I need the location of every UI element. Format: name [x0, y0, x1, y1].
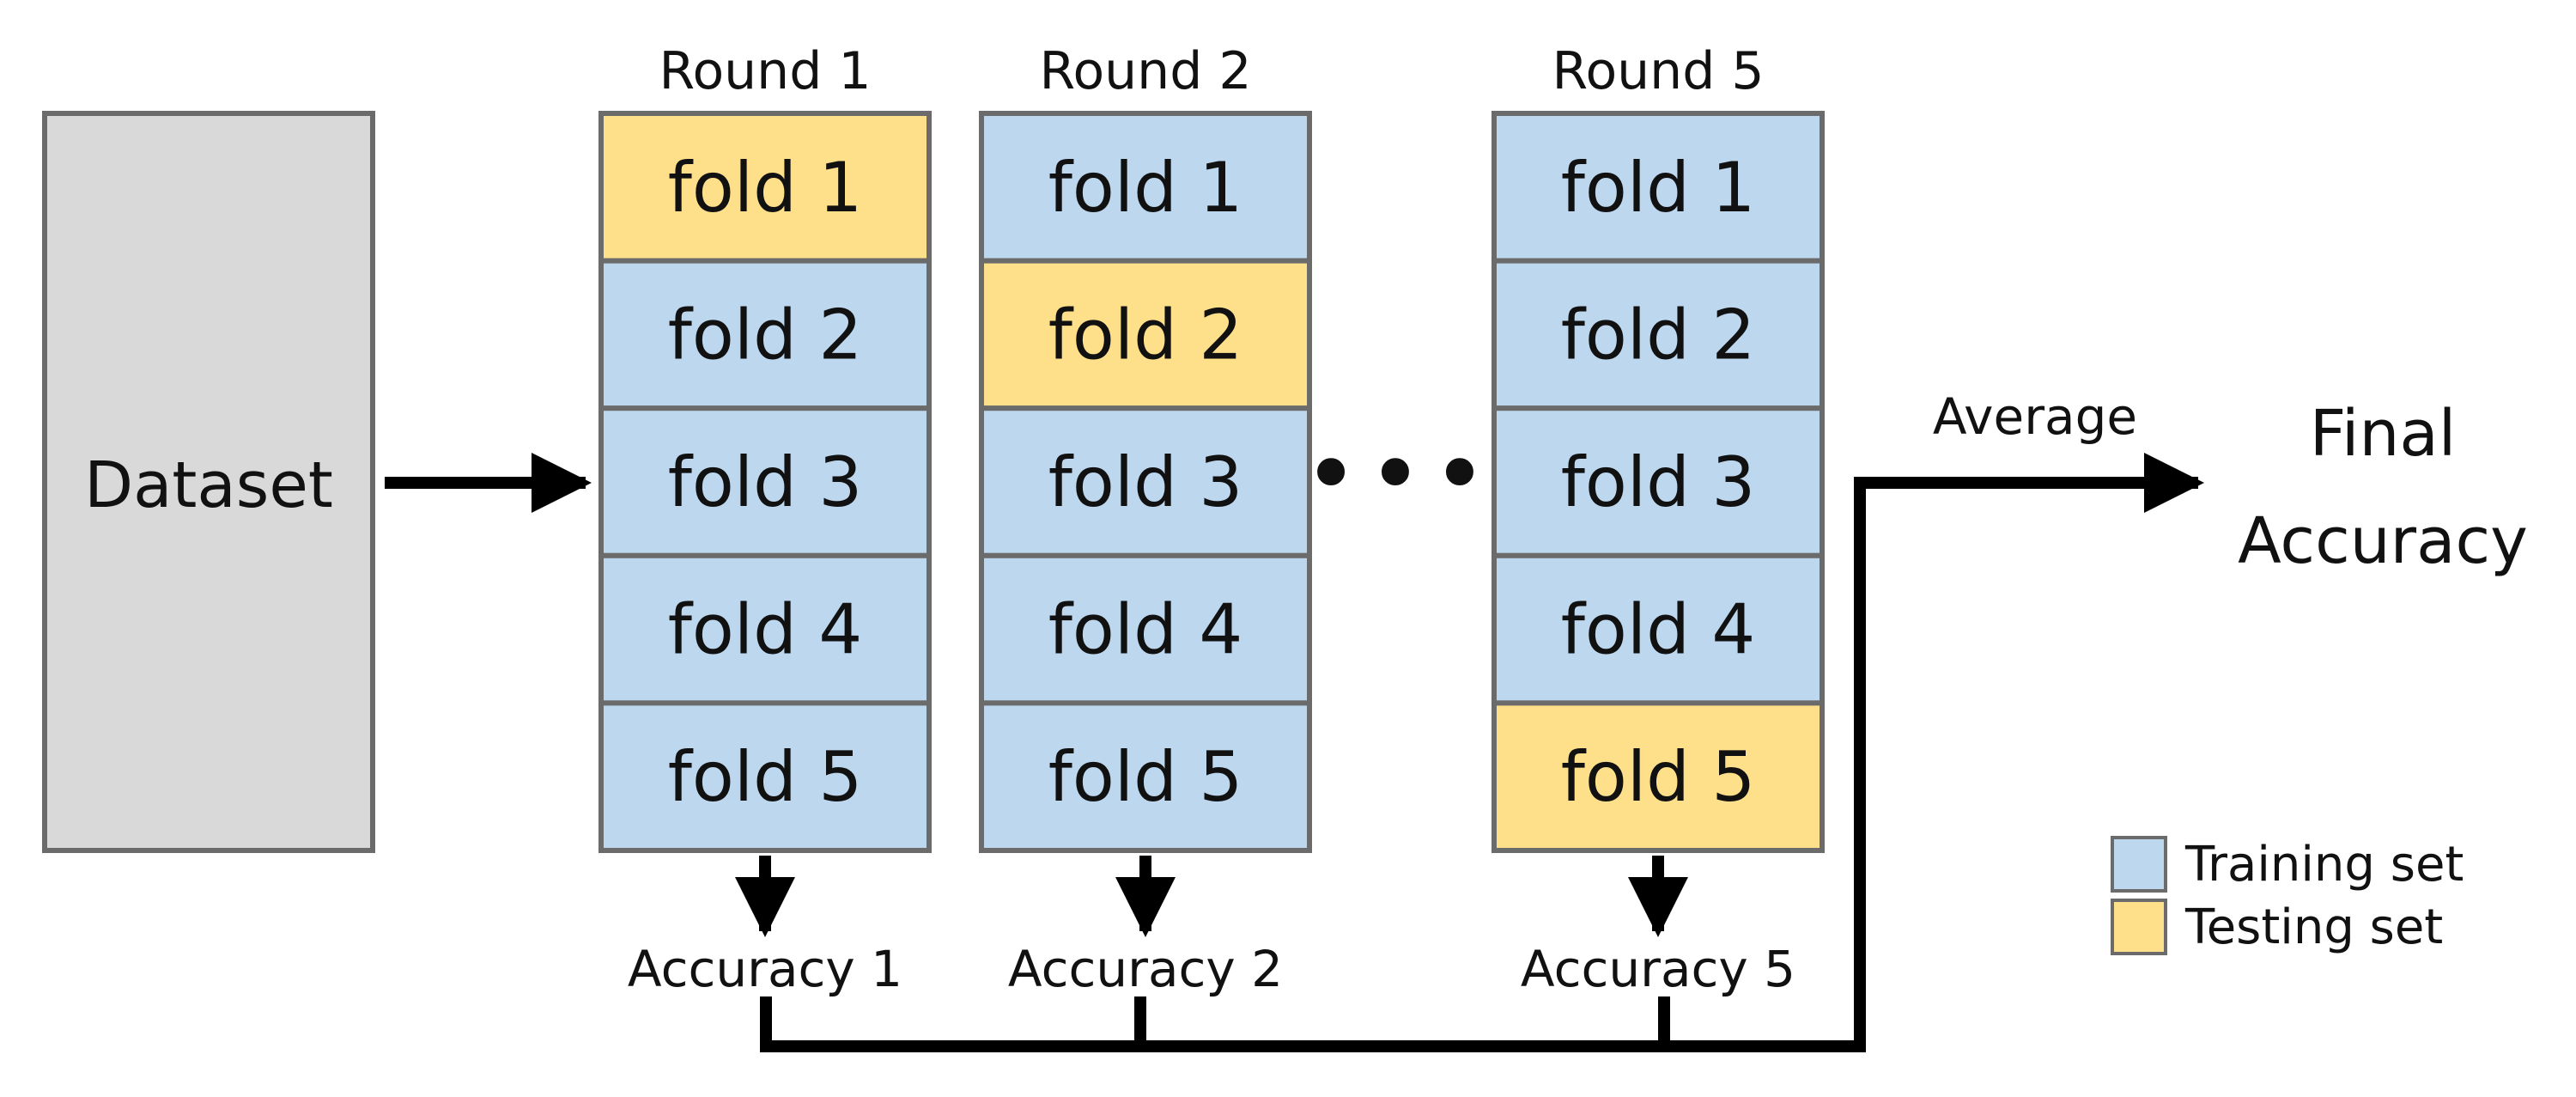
fold-cell-training — [598, 700, 932, 854]
fold-label: fold 3 — [1561, 442, 1755, 522]
fold-label: fold 2 — [1048, 295, 1242, 375]
accuracy-label: Accuracy 5 — [1521, 940, 1795, 998]
accuracy-label: Accuracy 2 — [1008, 940, 1283, 998]
fold-cell-training — [1492, 552, 1825, 706]
fold-label: fold 3 — [668, 442, 862, 522]
fold-label: fold 4 — [1048, 590, 1242, 670]
fold-label: fold 4 — [1561, 590, 1755, 670]
fold-label: fold 5 — [1048, 737, 1242, 817]
dataset-box — [42, 111, 375, 853]
final-accuracy-line2: Accuracy — [2238, 504, 2528, 578]
fold-label: fold 2 — [668, 295, 862, 375]
accuracy-label: Accuracy 1 — [628, 940, 902, 998]
fold-cell-training — [1492, 405, 1825, 558]
fold-label: fold 1 — [1048, 148, 1242, 228]
average-label: Average — [1933, 387, 2137, 446]
legend-label-testing: Testing set — [2184, 899, 2443, 955]
fold-cell-testing — [1492, 700, 1825, 854]
accuracy-collector-line — [760, 483, 1866, 1052]
legend: Training set Testing set — [2111, 836, 2464, 955]
round-title: Round 1 — [659, 41, 871, 101]
fold-cell-training — [598, 552, 932, 706]
rounds-group: Round 1 fold 1 fold 2 fold 3 fold 4 fold 5 Acc… — [598, 41, 1825, 998]
fold-cell-training — [1492, 111, 1825, 264]
round-column: Round 5 fold 1 fold 2 fold 3 fold 4 fold 5 Acc… — [1492, 41, 1825, 998]
ellipsis: ••• — [1303, 419, 1497, 529]
legend-swatch-training — [2111, 836, 2167, 893]
fold-label: fold 5 — [668, 737, 862, 817]
fold-cell-training — [1492, 258, 1825, 411]
fold-label: fold 2 — [1561, 295, 1755, 375]
round-column: Round 2 fold 1 fold 2 fold 3 fold 4 fold 5 Acc… — [979, 41, 1312, 998]
fold-label: fold 1 — [668, 148, 862, 228]
round-title: Round 5 — [1552, 41, 1764, 101]
legend-label-training: Training set — [2184, 837, 2464, 893]
fold-label: fold 1 — [1561, 148, 1755, 228]
fold-label: fold 5 — [1561, 737, 1755, 817]
fold-label: fold 4 — [668, 590, 862, 670]
legend-swatch-testing — [2111, 899, 2167, 955]
round-column: Round 1 fold 1 fold 2 fold 3 fold 4 fold 5 Acc… — [598, 41, 932, 998]
fold-label: fold 3 — [1048, 442, 1242, 522]
round-title: Round 2 — [1039, 41, 1251, 101]
dataset-label: Dataset — [84, 448, 333, 522]
final-accuracy-line1: Final — [2310, 397, 2457, 471]
fold-cell-testing — [598, 111, 932, 264]
fold-cell-training — [979, 111, 1312, 264]
fold-cell-training — [979, 700, 1312, 854]
